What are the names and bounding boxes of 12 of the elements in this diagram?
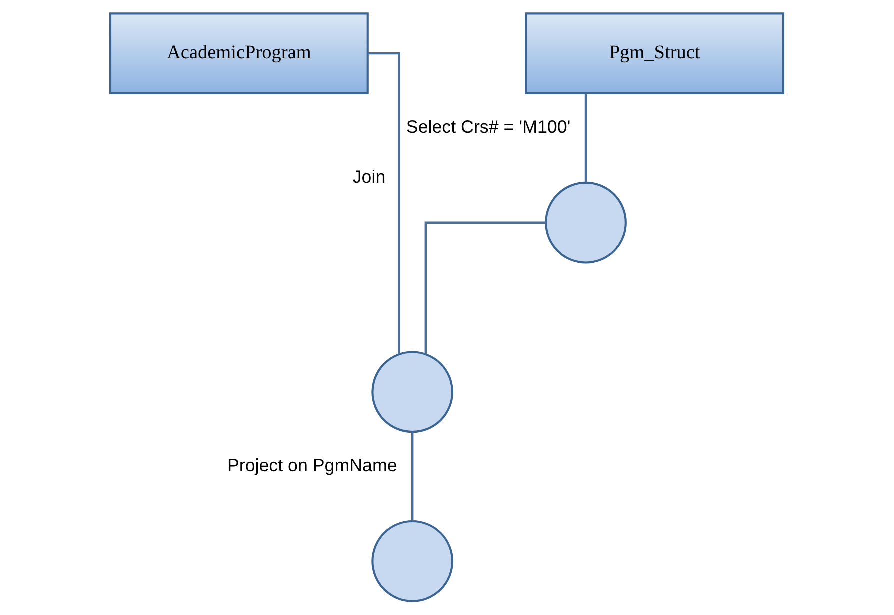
- connector: [584, 94, 588, 182]
- connector: [412, 432, 414, 521]
- edge-label: Select Crs# = 'M100': [406, 117, 571, 138]
- edge-label: Project on PgmName: [227, 456, 398, 476]
- node-circle: [372, 520, 454, 602]
- node-box: Pgm_Struct: [525, 12, 785, 95]
- connector: [368, 52, 400, 354]
- node-circle: [545, 182, 627, 264]
- node-circle: [372, 351, 454, 434]
- edge-label: Join: [352, 167, 386, 188]
- connector: [424, 222, 546, 354]
- node-box: AcademicProgram: [109, 12, 369, 95]
